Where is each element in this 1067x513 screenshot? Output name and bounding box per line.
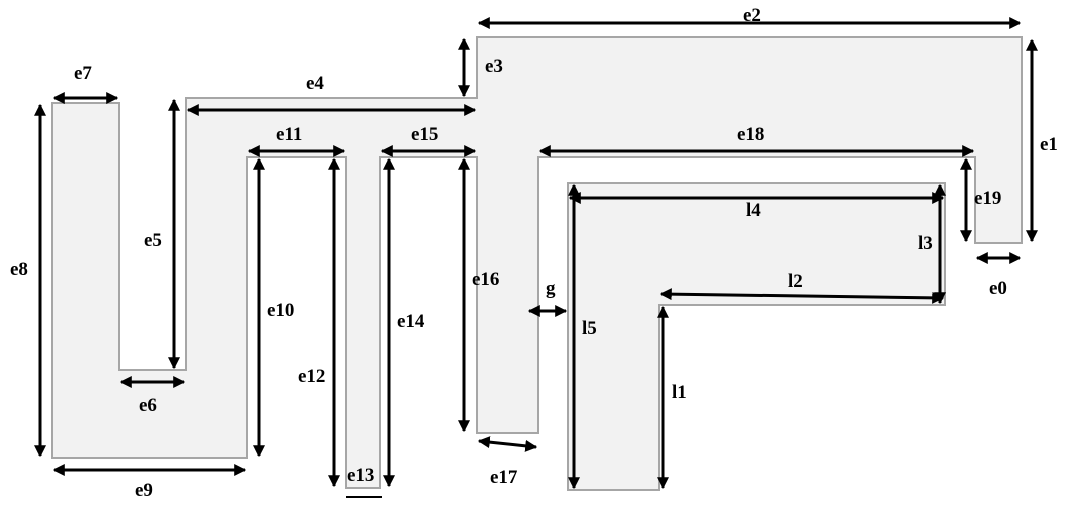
label-e15: e15 [411,124,438,145]
l-shaped-conductor [567,182,946,491]
label-e6: e6 [139,395,157,416]
label-g: g [546,278,556,299]
label-e14: e14 [397,311,425,332]
label-e13: e13 [347,465,374,486]
label-e4: e4 [306,73,324,94]
label-e5: e5 [144,230,162,251]
label-e19: e19 [974,188,1001,209]
label-e1: e1 [1040,134,1058,155]
label-e3: e3 [485,56,503,77]
label-e10: e10 [267,300,294,321]
label-e18: e18 [737,124,764,145]
label-e0: e0 [989,278,1007,299]
dimension-labels: e2 e1 e3 e4 e7 e8 e5 e6 e9 e11 e10 e12 e… [10,5,1058,501]
arrow-l2 [659,288,945,304]
label-l4: l4 [746,200,761,221]
label-e7: e7 [74,63,92,84]
label-l5: l5 [582,318,597,339]
label-e11: e11 [276,124,302,145]
arrow-e17 [477,436,538,452]
label-e2: e2 [743,5,761,26]
label-e9: e9 [135,480,153,501]
label-e16: e16 [472,269,499,290]
label-e17: e17 [490,467,518,488]
label-l3: l3 [918,233,933,254]
label-l1: l1 [672,382,687,403]
label-l2: l2 [788,271,803,292]
dimension-arrows [34,17,1038,498]
label-e12: e12 [298,366,325,387]
label-e8: e8 [10,259,28,280]
